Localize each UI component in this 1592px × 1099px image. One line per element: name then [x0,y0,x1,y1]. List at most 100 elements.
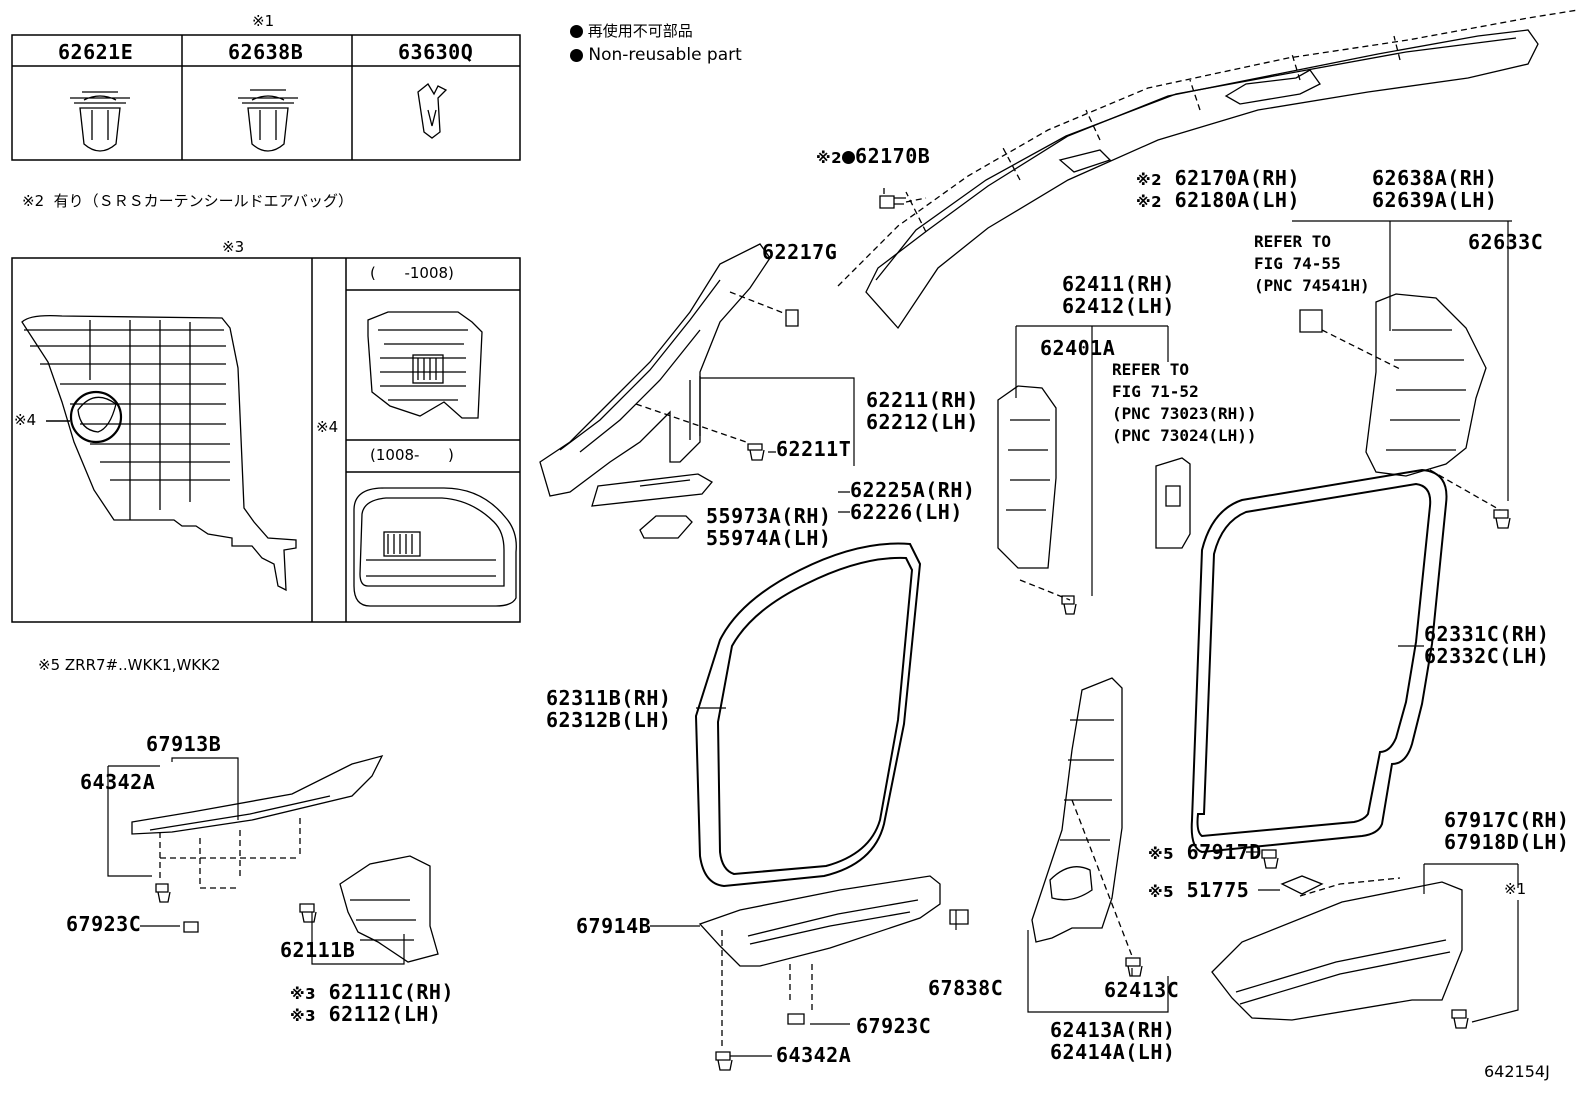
label-62411: 62411(RH) [1062,272,1175,296]
b-pillar-cover-drawing [1155,457,1191,549]
mark-5: ※5 [1148,883,1175,901]
leader-lines [107,220,1519,1057]
clip-64342a-drawing [155,883,171,903]
clip-62413c-drawing [1125,957,1143,977]
clip-62401a-drawing [1061,595,1077,615]
c-pillar-garnish-drawing [1299,293,1487,477]
non-reusable-dot-icon [842,151,856,164]
note1-mark: ※1 [252,12,275,30]
clip-63630q-drawing [417,83,448,139]
mark-2: ※2 [816,149,843,167]
legend-jp-text: 再使用不可部品 [587,22,693,40]
front-scuff-plate-drawing [698,875,941,967]
clip-67923c-drawing [183,921,199,933]
note4-range-bottom: (1008- ) [370,446,454,464]
label-67923c: 67923C [66,912,142,936]
label-67838c: 67838C [928,976,1004,1000]
note4-range-top: ( -1008) [370,264,454,282]
label-62217g: 62217G [762,240,838,264]
note3-mark: ※3 [222,238,245,256]
legend-en-text: Non-reusable part [588,45,742,65]
label-62633c: 62633C [1468,230,1544,254]
quarter-trim-lower-drawing [339,855,439,963]
label-62211: 62211(RH) [866,388,979,412]
mark-1-rear: ※1 [1504,880,1527,898]
label-55973a: 55973A(RH) [706,504,832,528]
label-62401a: 62401A [1040,336,1116,360]
label-62170b-text: 62170B [855,144,931,168]
note4-clip-top-drawing [367,311,483,419]
mark-2: ※2 [1136,193,1163,211]
label-51775-text: 51775 [1186,878,1250,902]
back-door-scuff-drawing [131,755,384,835]
label-67923c-2: 67923C [856,1014,932,1038]
ref2-line2: FIG 71-52 [1112,382,1199,401]
front-door-weatherstrip-drawing [694,542,922,888]
clip-62621e-drawing [70,91,130,152]
clip-62217g-drawing [785,309,799,327]
ref2-line4: (PNC 73024(LH)) [1112,426,1257,445]
roof-rail-airbag-drawing [837,9,1579,330]
note4-clip-bottom-drawing [353,487,517,607]
clip-67923c-2-drawing [787,1013,805,1025]
label-62331c: 62331C(RH) [1424,622,1550,646]
label-62180a-text: 62180A(LH) [1174,188,1300,212]
clip-62111b-drawing [299,903,317,923]
non-reusable-dot-icon [570,25,583,38]
label-62311b: 62311B(RH) [546,686,672,710]
label-67917c: 67917C(RH) [1444,808,1570,832]
mark-5: ※5 [1148,845,1175,863]
label-62112: ※3 62112(LH) [290,1004,441,1024]
a-pillar-garnish-drawing [539,243,771,497]
table-header-62621e: 62621E [58,40,134,64]
label-67917d: ※5 67917D [1148,842,1262,862]
label-62638a: 62638A(RH) [1372,166,1498,190]
legend-en: Non-reusable part [570,47,742,64]
label-62225a: 62225A(RH) [850,478,976,502]
center-pillar-lower-garnish-drawing [1031,677,1123,943]
label-62413c: 62413C [1104,978,1180,1002]
note4-mark-right: ※4 [316,418,339,436]
label-62170b: ※2 62170B [816,146,930,166]
clip-62211t-drawing [747,443,765,461]
label-62111c: ※3 62111C(RH) [290,982,454,1002]
cover-55973a-drawing [639,515,693,539]
note2: ※2 有り（ＳＲＳカーテンシールドエアバッグ） [22,192,354,210]
note4-mark-left: ※4 [14,411,37,429]
note5: ※5 ZRR7#..WKK1,WKK2 [38,656,221,674]
ref1-line1: REFER TO [1254,232,1332,251]
label-62639a: 62639A(LH) [1372,188,1498,212]
label-67913b: 67913B [146,732,222,756]
label-62112-text: 62112(LH) [328,1002,442,1026]
label-67918d: 67918D(LH) [1444,830,1570,854]
label-62170a: ※2 62170A(RH) [1136,168,1300,188]
label-62414a: 62414A(LH) [1050,1040,1176,1064]
label-62212: 62212(LH) [866,410,979,434]
clip-62633c-drawing [1493,509,1511,529]
assist-grip-garnish-drawing [591,473,713,507]
non-reusable-dot-icon [570,48,583,62]
clip-64342a-2-drawing [715,1051,733,1071]
table-header-63630q: 63630Q [398,40,474,64]
clip-67838c-drawing [949,909,969,925]
table-header-62638b: 62638B [228,40,304,64]
label-62412: 62412(LH) [1062,294,1175,318]
label-51775: ※5 51775 [1148,880,1249,900]
label-62226: 62226(LH) [850,500,963,524]
note3-panel-drawing [21,314,297,592]
ref1-line3: (PNC 74541H) [1254,276,1370,295]
clip-rear-scuff-drawing [1451,1009,1469,1029]
ref2-line3: (PNC 73023(RH)) [1112,404,1257,423]
ref1-line2: FIG 74-55 [1254,254,1341,273]
mark-3: ※3 [290,985,317,1003]
label-62111b: 62111B [280,938,356,962]
label-62332c: 62332C(LH) [1424,644,1550,668]
legend-jp: 再使用不可部品 [570,24,693,39]
rear-door-weatherstrip-drawing [1190,468,1448,854]
mark-2: ※2 [1136,171,1163,189]
label-62312b: 62312B(LH) [546,708,672,732]
label-67917d-text: 67917D [1186,840,1262,864]
bolt-62170b-drawing [879,188,906,209]
